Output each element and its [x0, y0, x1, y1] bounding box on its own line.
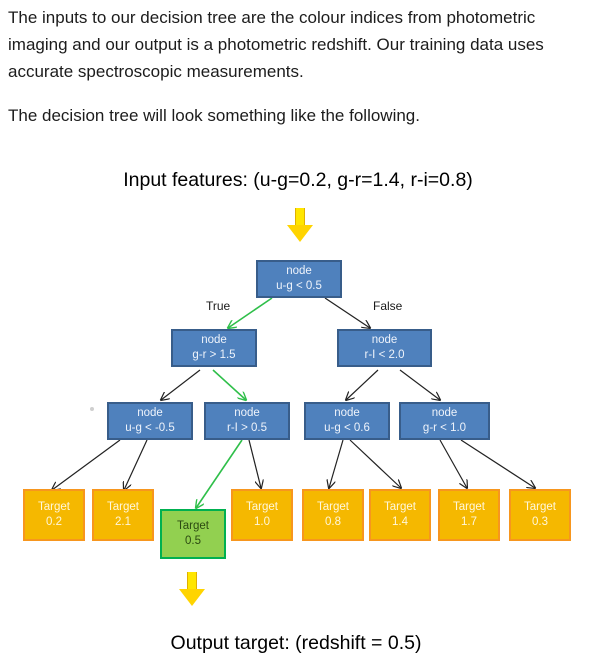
input-features-label: Input features: (u-g=0.2, g-r=1.4, r-i=0…	[123, 169, 473, 191]
node-title: node	[431, 407, 458, 419]
target-leaf-6: Target 1.4	[369, 489, 431, 541]
target-value: 1.7	[461, 516, 477, 528]
edge-root-right	[324, 297, 370, 328]
target-value: 2.1	[115, 516, 131, 528]
node-title: node	[286, 265, 312, 277]
target-value: 0.3	[532, 516, 548, 528]
edge-rl-t5	[329, 439, 344, 488]
node-condition: u-g < 0.5	[276, 280, 322, 292]
edge-left-ll	[161, 369, 201, 400]
node-right-left: node u-g < 0.6	[304, 402, 390, 440]
target-title: Target	[177, 520, 209, 532]
input-down-arrow-icon	[287, 208, 313, 242]
output-target-label: Output target: (redshift = 0.5)	[170, 632, 422, 654]
edge-rr-t8	[460, 439, 535, 488]
edge-ll-t2	[124, 439, 148, 490]
node-left: node g-r > 1.5	[171, 329, 257, 367]
target-title: Target	[453, 501, 485, 513]
target-title: Target	[246, 501, 278, 513]
edge-left-lr	[212, 369, 246, 400]
target-value: 0.5	[185, 535, 201, 547]
intro-paragraph: The inputs to our decision tree are the …	[8, 8, 544, 81]
node-left-right: node r-I > 0.5	[204, 402, 290, 440]
intro-paragraph-2: The decision tree will look something li…	[8, 106, 420, 125]
target-title: Target	[384, 501, 416, 513]
node-left-left: node u-g < -0.5	[107, 402, 193, 440]
edge-right-rl	[346, 369, 379, 400]
edge-lr-t3	[196, 439, 243, 508]
node-title: node	[234, 407, 260, 419]
node-title: node	[137, 407, 163, 419]
target-value: 1.0	[254, 516, 270, 528]
node-condition: u-g < -0.5	[125, 422, 175, 434]
target-leaf-1: Target 0.2	[23, 489, 85, 541]
target-leaf-7: Target 1.7	[438, 489, 500, 541]
target-title: Target	[317, 501, 349, 513]
edge-root-left	[228, 297, 273, 328]
edge-rr-t7	[439, 439, 467, 488]
node-title: node	[334, 407, 360, 419]
edge-right-rr	[399, 369, 440, 400]
edge-ll-t1	[52, 439, 121, 490]
target-value: 0.2	[46, 516, 62, 528]
branch-true-label: True	[206, 299, 231, 313]
node-condition: r-I < 2.0	[364, 349, 405, 361]
node-condition: g-r < 1.0	[422, 422, 467, 434]
target-leaf-5: Target 0.8	[302, 489, 364, 541]
target-value: 0.8	[325, 516, 341, 528]
edge-lr-t4	[248, 439, 261, 488]
node-condition: g-r > 1.5	[192, 349, 236, 361]
node-title: node	[371, 334, 398, 346]
stray-dot	[90, 407, 94, 411]
node-right: node r-I < 2.0	[337, 329, 432, 367]
node-root: node u-g < 0.5	[256, 260, 342, 298]
target-leaf-2: Target 2.1	[92, 489, 154, 541]
node-condition: u-g < 0.6	[324, 422, 370, 434]
target-title: Target	[524, 501, 556, 513]
node-title: node	[201, 334, 227, 346]
target-leaf-8: Target 0.3	[509, 489, 571, 541]
edge-rl-t6	[349, 439, 401, 488]
node-condition: r-I > 0.5	[227, 422, 267, 434]
target-title: Target	[38, 501, 70, 513]
branch-false-label: False	[373, 299, 403, 313]
target-leaf-4: Target 1.0	[231, 489, 293, 541]
target-value: 1.4	[392, 516, 408, 528]
target-leaf-selected: Target 0.5	[160, 509, 226, 559]
target-title: Target	[107, 501, 139, 513]
node-right-right: node g-r < 1.0	[399, 402, 490, 440]
output-down-arrow-icon	[179, 572, 205, 606]
